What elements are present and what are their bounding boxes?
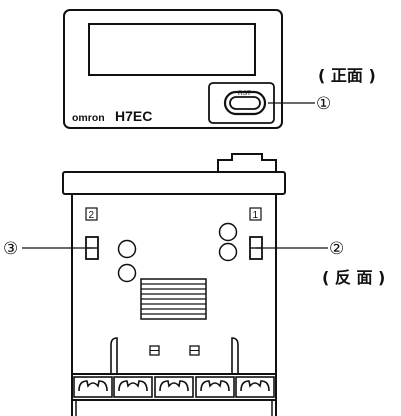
hole-left-upper bbox=[117, 239, 137, 259]
switch-2-box bbox=[85, 207, 98, 221]
back-view: 2 1 ③ ② ( 反 面 ) bbox=[3, 153, 385, 416]
callout-1: ① bbox=[316, 94, 331, 114]
front-view: omron H7EC RST ① ( 正面 ) bbox=[63, 9, 376, 129]
hole-right-lower bbox=[218, 242, 238, 262]
callout-3: ③ bbox=[3, 239, 18, 259]
hole-right-upper bbox=[218, 222, 238, 242]
terminal-3 bbox=[154, 376, 194, 398]
terminal-pin-right bbox=[231, 337, 239, 374]
front-view-label: ( 正面 ) bbox=[318, 66, 376, 85]
terminal-pin-left bbox=[110, 337, 118, 374]
switch-1-box bbox=[249, 207, 262, 221]
callout-2: ② bbox=[329, 239, 344, 259]
reset-label: RST bbox=[238, 90, 251, 97]
vent-grille bbox=[140, 278, 207, 320]
switch-2-number: 2 bbox=[89, 210, 95, 221]
model-name: H7EC bbox=[115, 108, 152, 124]
terminal-2 bbox=[113, 376, 153, 398]
top-latch bbox=[217, 153, 277, 172]
brand-logo: omron bbox=[72, 112, 105, 124]
terminal-5 bbox=[235, 376, 275, 398]
hole-left-lower bbox=[117, 263, 137, 283]
reset-button[interactable] bbox=[223, 90, 267, 116]
top-cap bbox=[62, 171, 286, 195]
switch-1-number: 1 bbox=[253, 210, 259, 221]
terminal-4 bbox=[195, 376, 235, 398]
lcd-display bbox=[88, 23, 256, 76]
terminal-1 bbox=[73, 376, 113, 398]
back-view-label: ( 反 面 ) bbox=[322, 268, 385, 287]
